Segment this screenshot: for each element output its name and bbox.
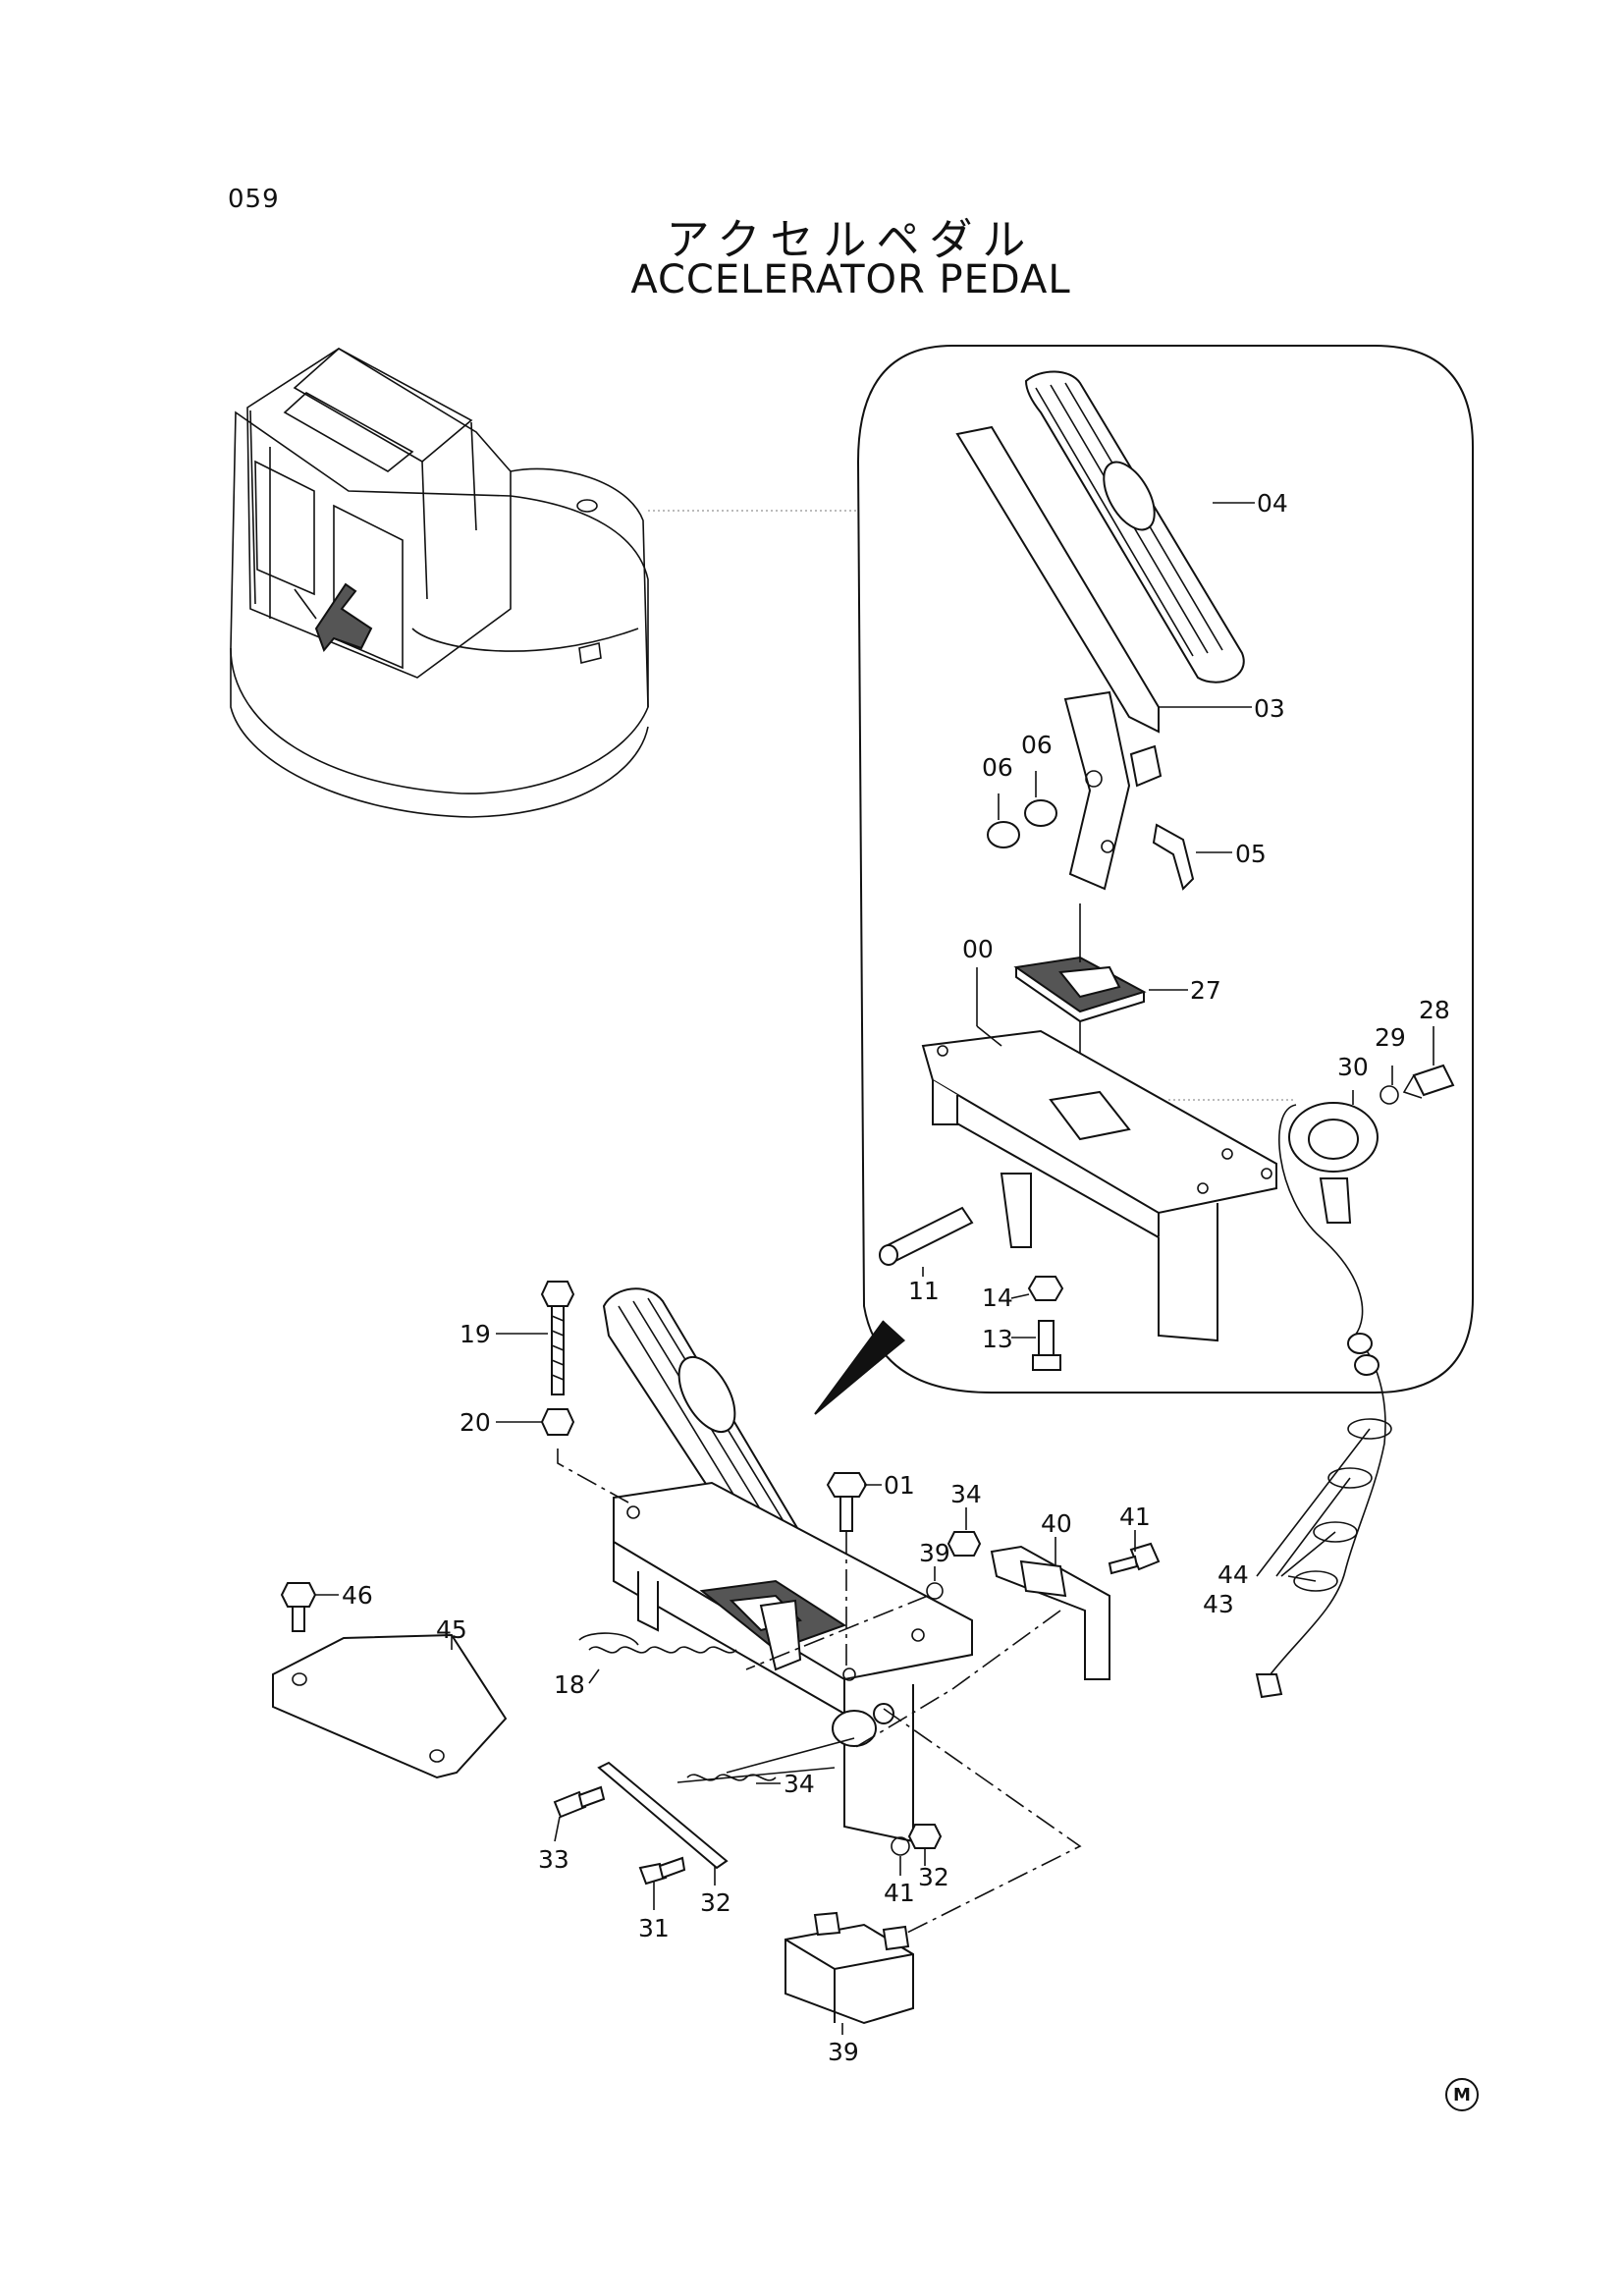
part-label-34: 34 [784,1770,815,1798]
bushings-06 [987,799,1057,848]
part-label-28: 33 [538,1845,569,1874]
title-english: ACCELERATOR PEDAL [630,257,1071,302]
part-label-24: 30 [1337,1053,1369,1081]
rod-27 [597,1737,855,1870]
pedal-assembly-main [602,1287,973,1843]
washer-33 [891,1836,910,1856]
dash-dot-guide [557,1449,629,1503]
part-label-44: 44 [1217,1560,1249,1589]
part-label-19: 19 [460,1320,491,1348]
washer-23 [1380,1085,1399,1105]
grease-nipple-05 [1152,823,1195,891]
nut-32 [907,1824,943,1849]
pedal-arm-03 [955,425,1163,891]
leader-lines [315,502,1434,2035]
part-label-33: 41 [884,1879,915,1907]
bolt-28 [553,1785,606,1819]
leader-lines-44 [1256,1428,1371,1582]
part-label-04: 04 [1257,489,1288,518]
dash-dot-guide [883,1708,1082,1936]
part-label-45: 45 [436,1615,467,1644]
bracket-40 [990,1545,1110,1680]
page-number: 059 [228,185,280,214]
screw-22 [1402,1064,1455,1099]
bolt-01 [826,1472,868,1532]
rubber-boot-21 [1013,956,1147,1023]
dash-dot-guide [853,1610,1061,1749]
part-label-23: 29 [1375,1023,1406,1052]
part-label-11: 11 [908,1277,940,1305]
cover-plate-45 [272,1633,508,1779]
part-label-29: 34 [950,1480,982,1508]
cover-39 [784,1911,914,2025]
clamps-44 [1293,1418,1392,1592]
pin-11 [879,1206,974,1266]
part-label-39: 39 [828,2038,859,2066]
detail-callout-frame [814,345,1474,1415]
bolt-46 [280,1582,317,1632]
part-label-43: 43 [1203,1590,1234,1618]
part-label-22: 28 [1419,996,1450,1024]
dash-dot-guide [745,1595,929,1670]
screw-41 [1108,1542,1161,1575]
bracket-00 [921,1029,1277,1342]
part-label-41: 41 [1119,1503,1151,1531]
part-label-27: 32 [700,1888,731,1917]
bolt-31 [638,1856,686,1886]
cab-overview-illustration [230,348,649,818]
part-label-01: 01 [884,1471,915,1500]
nut-29 [947,1531,982,1557]
corner-mark-circled-m: M [1445,2078,1479,2111]
bolt-13 [1032,1320,1061,1371]
part-label-46: 46 [342,1581,373,1610]
part-label-14: 14 [982,1284,1013,1312]
part-label-40: 40 [1041,1509,1072,1538]
washer-30 [926,1582,944,1600]
part-label-21: 27 [1190,976,1221,1005]
part-label-18: 18 [554,1670,585,1699]
part-label-06: 06 [1021,731,1053,759]
spring-34 [676,1767,836,1783]
part-label-30: 39 [919,1539,950,1567]
sensor-24 [1278,1102,1379,1337]
part-label-31: 31 [638,1914,670,1942]
nut-14 [1027,1276,1064,1301]
part-label-03: 03 [1254,694,1285,723]
part-label-06: 06 [982,753,1013,782]
pedal-pad-04 [1024,370,1245,683]
spring-18 [578,1632,737,1654]
part-label-20: 20 [460,1408,491,1437]
part-label-05: 05 [1235,840,1267,868]
bolt-19 [540,1281,575,1395]
harness-43 [1255,1333,1386,1699]
nut-20 [540,1408,575,1436]
title-japanese: アクセルペダル [666,215,1036,265]
part-label-32: 32 [918,1863,949,1891]
part-label-13: 13 [982,1325,1013,1353]
part-label-00: 00 [962,935,994,963]
